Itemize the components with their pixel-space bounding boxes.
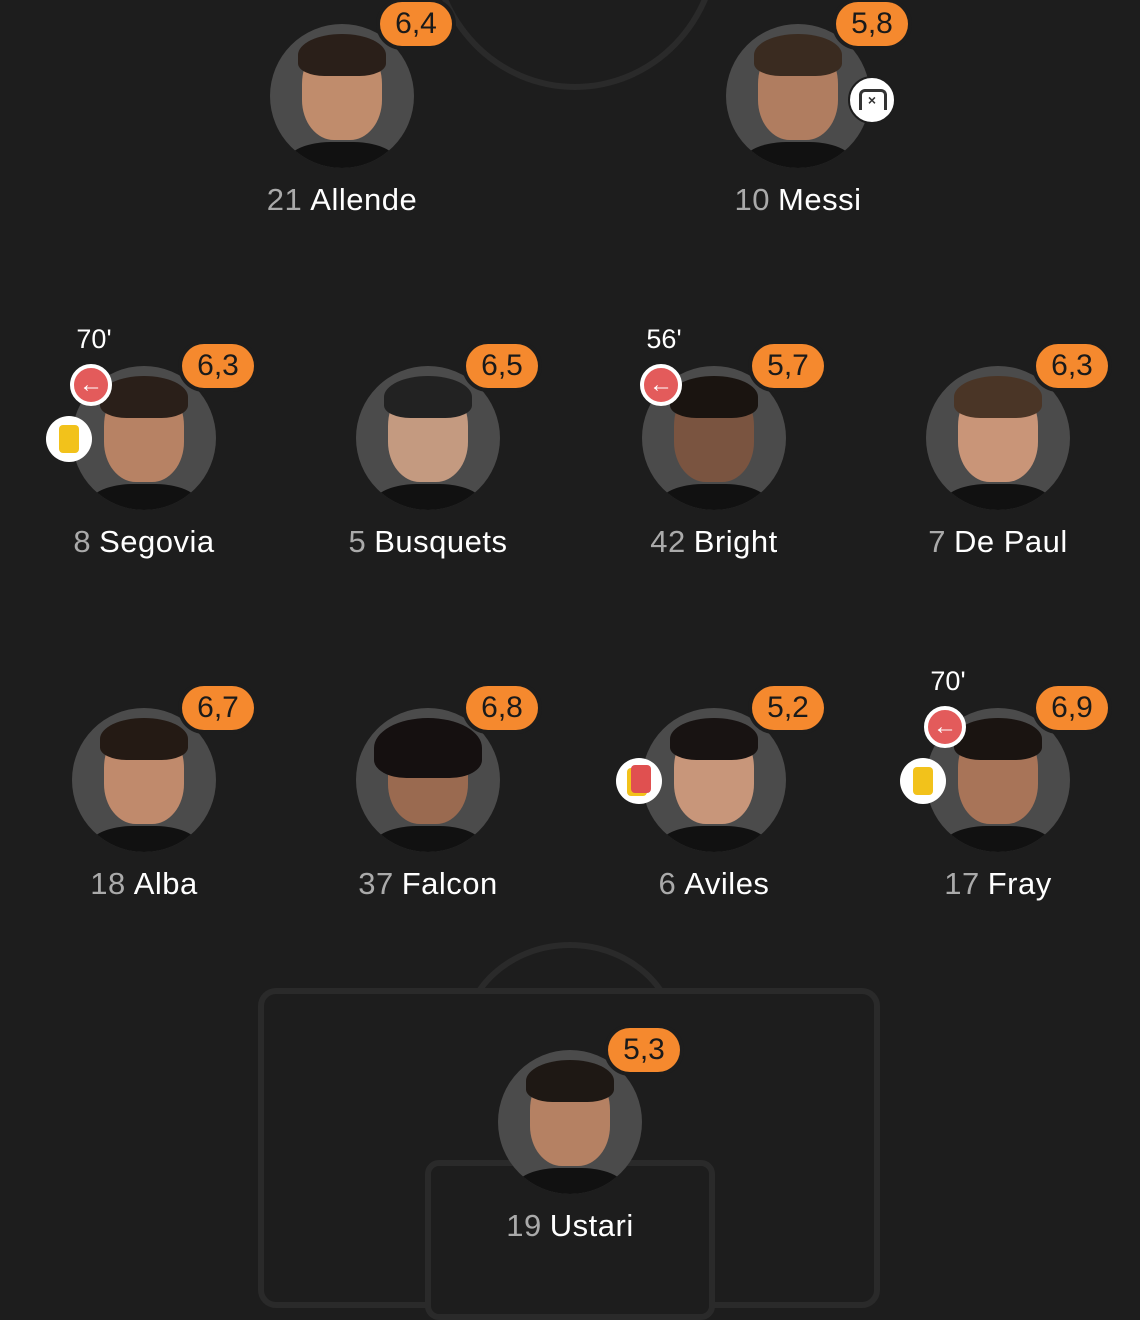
player-name: Segovia [99, 524, 215, 559]
rating-badge: 5,3 [608, 1028, 680, 1072]
player-avatar [270, 24, 414, 168]
player-name: Messi [778, 182, 862, 217]
own-goal-icon: × [848, 76, 896, 124]
shirt-number: 10 [734, 182, 771, 217]
player-name: Allende [310, 182, 418, 217]
player-avatar [726, 24, 870, 168]
shirt-number: 5 [348, 524, 367, 559]
shirt-number: 8 [73, 524, 92, 559]
player-avatar [926, 366, 1070, 510]
player-avatar [498, 1050, 642, 1194]
player-avatar [642, 708, 786, 852]
player-name: Alba [133, 866, 198, 901]
rating-badge: 5,7 [752, 344, 824, 388]
substitution-time: 56' [646, 324, 682, 354]
player-avatar [356, 708, 500, 852]
rating-badge: 6,5 [466, 344, 538, 388]
rating-badge: 6,7 [182, 686, 254, 730]
substitution-icon: ← [924, 706, 966, 748]
shirt-number: 7 [928, 524, 946, 559]
player-name: Busquets [374, 524, 508, 559]
player-avatar [642, 366, 786, 510]
substitution-icon: ← [640, 364, 682, 406]
player-avatar [356, 366, 500, 510]
rating-badge: 5,2 [752, 686, 824, 730]
shirt-number: 21 [266, 182, 303, 217]
shirt-number: 19 [506, 1208, 542, 1243]
shirt-number: 6 [658, 866, 677, 901]
player-avatar [72, 708, 216, 852]
shirt-number: 42 [650, 524, 686, 559]
shirt-number: 37 [358, 866, 394, 901]
rating-badge: 6,8 [466, 686, 538, 730]
player-name: Ustari [549, 1208, 634, 1243]
player-name: De Paul [953, 524, 1068, 559]
shirt-number: 17 [944, 866, 980, 901]
player-avatar [926, 708, 1070, 852]
rating-badge: 6,3 [1036, 344, 1108, 388]
player-name: Aviles [684, 866, 770, 901]
shirt-number: 18 [90, 866, 126, 901]
second-yellow-card-icon [616, 758, 662, 804]
substitution-time: 70' [930, 666, 966, 696]
rating-badge: 6,9 [1036, 686, 1108, 730]
yellow-card-icon [46, 416, 92, 462]
player-name: Falcon [401, 866, 498, 901]
rating-badge: 6,4 [380, 2, 452, 46]
player-name: Bright [693, 524, 778, 559]
rating-badge: 5,8 [836, 2, 908, 46]
rating-badge: 6,3 [182, 344, 254, 388]
substitution-icon: ← [70, 364, 112, 406]
player-name: Fray [987, 866, 1052, 901]
yellow-card-icon [900, 758, 946, 804]
substitution-time: 70' [76, 324, 112, 354]
